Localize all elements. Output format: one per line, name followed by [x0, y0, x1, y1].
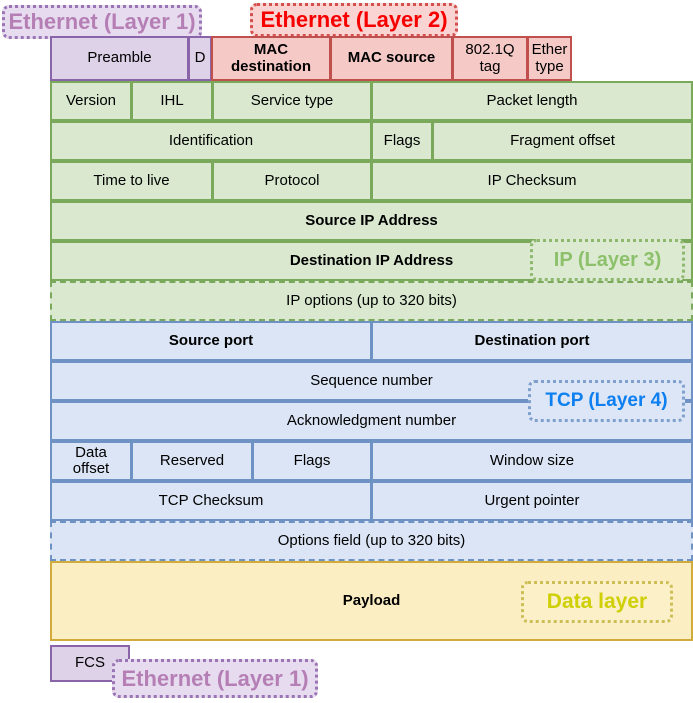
field-tcp-source-port-label: Source port — [168, 331, 254, 349]
field-ether-type-label-line1: Ether — [531, 41, 568, 59]
field-tcp-checksum-label: TCP Checksum — [158, 491, 264, 509]
field-ip-service-type: Service type — [212, 81, 372, 121]
field-ether-type-label-line2: type — [535, 57, 564, 75]
field-mac-source: MAC source — [330, 36, 453, 81]
field-ip-checksum: IP Checksum — [371, 161, 693, 201]
field-ip-packet-length: Packet length — [371, 81, 693, 121]
field-start-frame-delimiter: D — [188, 36, 212, 81]
field-ip-time-to-live-label: Time to live — [93, 171, 170, 189]
badge-ethernet-layer2-label: Ethernet (Layer 2) — [260, 7, 448, 32]
field-ip-options: IP options (up to 320 bits) — [50, 281, 693, 321]
field-tcp-data-offset: Data offset — [50, 441, 132, 481]
field-preamble-label: Preamble — [87, 49, 152, 67]
field-tcp-urgent-pointer-label: Urgent pointer — [484, 491, 580, 509]
field-tcp-data-offset-label-line1: Data — [75, 443, 107, 461]
field-tcp-acknowledgment-number: Acknowledgment number — [50, 401, 693, 441]
field-ip-version: Version — [50, 81, 132, 121]
field-ip-service-type-label: Service type — [250, 91, 334, 109]
field-tcp-window-size-label: Window size — [489, 451, 575, 469]
field-tcp-checksum: TCP Checksum — [50, 481, 372, 521]
field-mac-source-label: MAC source — [347, 49, 436, 67]
field-source-ip-address: Source IP Address — [50, 201, 693, 241]
field-tcp-data-offset-label-line2: offset — [72, 460, 110, 477]
field-tcp-flags-label: Flags — [293, 451, 331, 469]
field-vlan-8021q-tag-label-line2: tag — [479, 57, 501, 75]
field-ip-fragment-offset: Fragment offset — [432, 121, 693, 161]
field-payload-label: Payload — [342, 591, 401, 609]
field-ip-time-to-live: Time to live — [50, 161, 213, 201]
field-vlan-8021q-tag-label-line1: 802.1Q — [465, 41, 515, 59]
field-mac-destination-label-line2: destination — [230, 57, 311, 75]
field-source-ip-address-label: Source IP Address — [305, 211, 438, 229]
field-fcs-label: FCS — [75, 654, 105, 672]
field-tcp-destination-port-label: Destination port — [474, 331, 590, 349]
badge-ip-layer3: IP (Layer 3) — [530, 239, 685, 281]
field-start-frame-delimiter-label: D — [194, 49, 206, 67]
field-tcp-reserved-label: Reserved — [159, 451, 225, 469]
field-tcp-options-label: Options field (up to 320 bits) — [277, 531, 466, 549]
field-preamble: Preamble — [50, 36, 189, 81]
field-ip-fragment-offset-label: Fragment offset — [510, 131, 615, 149]
badge-ethernet-layer1-top-label: Ethernet (Layer 1) — [8, 9, 196, 34]
field-ip-ihl-label: IHL — [160, 91, 184, 109]
field-destination-ip-address-label: Destination IP Address — [289, 251, 454, 269]
badge-ip-layer3-label: IP (Layer 3) — [553, 248, 662, 271]
field-ip-version-label: Version — [65, 91, 117, 109]
field-tcp-window-size: Window size — [371, 441, 693, 481]
field-ip-identification: Identification — [50, 121, 372, 161]
field-ip-checksum-label: IP Checksum — [487, 171, 577, 189]
field-ip-flags: Flags — [371, 121, 433, 161]
badge-ethernet-layer1-bottom-label: Ethernet (Layer 1) — [121, 665, 309, 691]
field-tcp-acknowledgment-number-label: Acknowledgment number — [286, 411, 457, 429]
field-ip-protocol-label: Protocol — [264, 171, 320, 189]
field-ip-packet-length-label: Packet length — [486, 91, 578, 109]
badge-tcp-layer4-label: TCP (Layer 4) — [545, 390, 668, 411]
field-tcp-source-port: Source port — [50, 321, 372, 361]
badge-ethernet-layer1-top: Ethernet (Layer 1) — [2, 5, 202, 39]
field-ip-flags-label: Flags — [383, 131, 421, 149]
field-tcp-sequence-number-label: Sequence number — [310, 371, 433, 389]
field-ip-identification-label: Identification — [168, 131, 254, 149]
field-tcp-options: Options field (up to 320 bits) — [50, 521, 693, 561]
field-mac-destination: MAC destination — [211, 36, 331, 81]
field-mac-destination-label-line1: MAC — [253, 41, 289, 59]
field-ip-options-label: IP options (up to 320 bits) — [286, 291, 457, 309]
field-ip-protocol: Protocol — [212, 161, 372, 201]
badge-ethernet-layer1-bottom: Ethernet (Layer 1) — [112, 659, 318, 698]
badge-ethernet-layer2: Ethernet (Layer 2) — [250, 3, 458, 37]
field-tcp-urgent-pointer: Urgent pointer — [371, 481, 693, 521]
field-ether-type: Ether type — [527, 36, 572, 81]
field-vlan-8021q-tag: 802.1Q tag — [452, 36, 528, 81]
badge-tcp-layer4: TCP (Layer 4) — [528, 380, 685, 422]
field-ip-ihl: IHL — [131, 81, 213, 121]
badge-data-layer-label: Data layer — [546, 590, 648, 613]
field-tcp-destination-port: Destination port — [371, 321, 693, 361]
field-tcp-reserved: Reserved — [131, 441, 253, 481]
badge-data-layer: Data layer — [521, 581, 673, 623]
field-tcp-flags: Flags — [252, 441, 372, 481]
